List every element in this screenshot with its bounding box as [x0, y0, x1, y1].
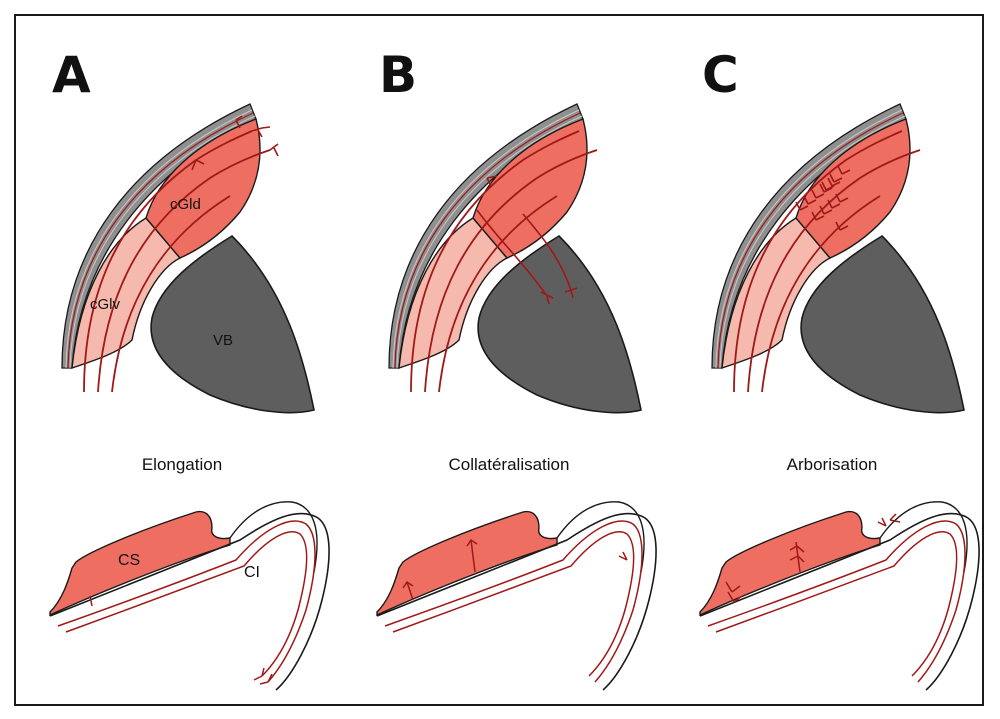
axon-tips-a	[191, 115, 279, 171]
cs-ci-b	[376, 500, 657, 691]
panel-letter-a: A	[52, 46, 91, 104]
label-vb: VB	[213, 332, 233, 349]
cs-ci-a	[49, 500, 330, 691]
label-cglv: cGlv	[90, 296, 121, 313]
label-cs: CS	[118, 552, 140, 569]
axon-collaterals-bottom-b	[402, 538, 628, 601]
axon-collaterals-b	[476, 175, 578, 305]
caption-c: Arborisation	[787, 455, 878, 474]
axon-arbors-c	[795, 165, 851, 231]
label-cgld: cGld	[170, 196, 201, 213]
caption-a: Elongation	[142, 455, 222, 474]
panel-b: B Collatéralisation	[376, 46, 657, 691]
axon-tips-bottom-a	[89, 595, 273, 685]
panel-c: C Arborisation	[699, 46, 980, 691]
caption-b: Collatéralisation	[449, 455, 570, 474]
panel-a: A cGld cGlv VB Elongation CS CI	[49, 46, 330, 691]
axon-arbors-bottom-c	[725, 513, 901, 603]
panel-letter-b: B	[379, 46, 417, 104]
label-ci: CI	[244, 564, 260, 581]
panel-letter-c: C	[702, 46, 739, 104]
